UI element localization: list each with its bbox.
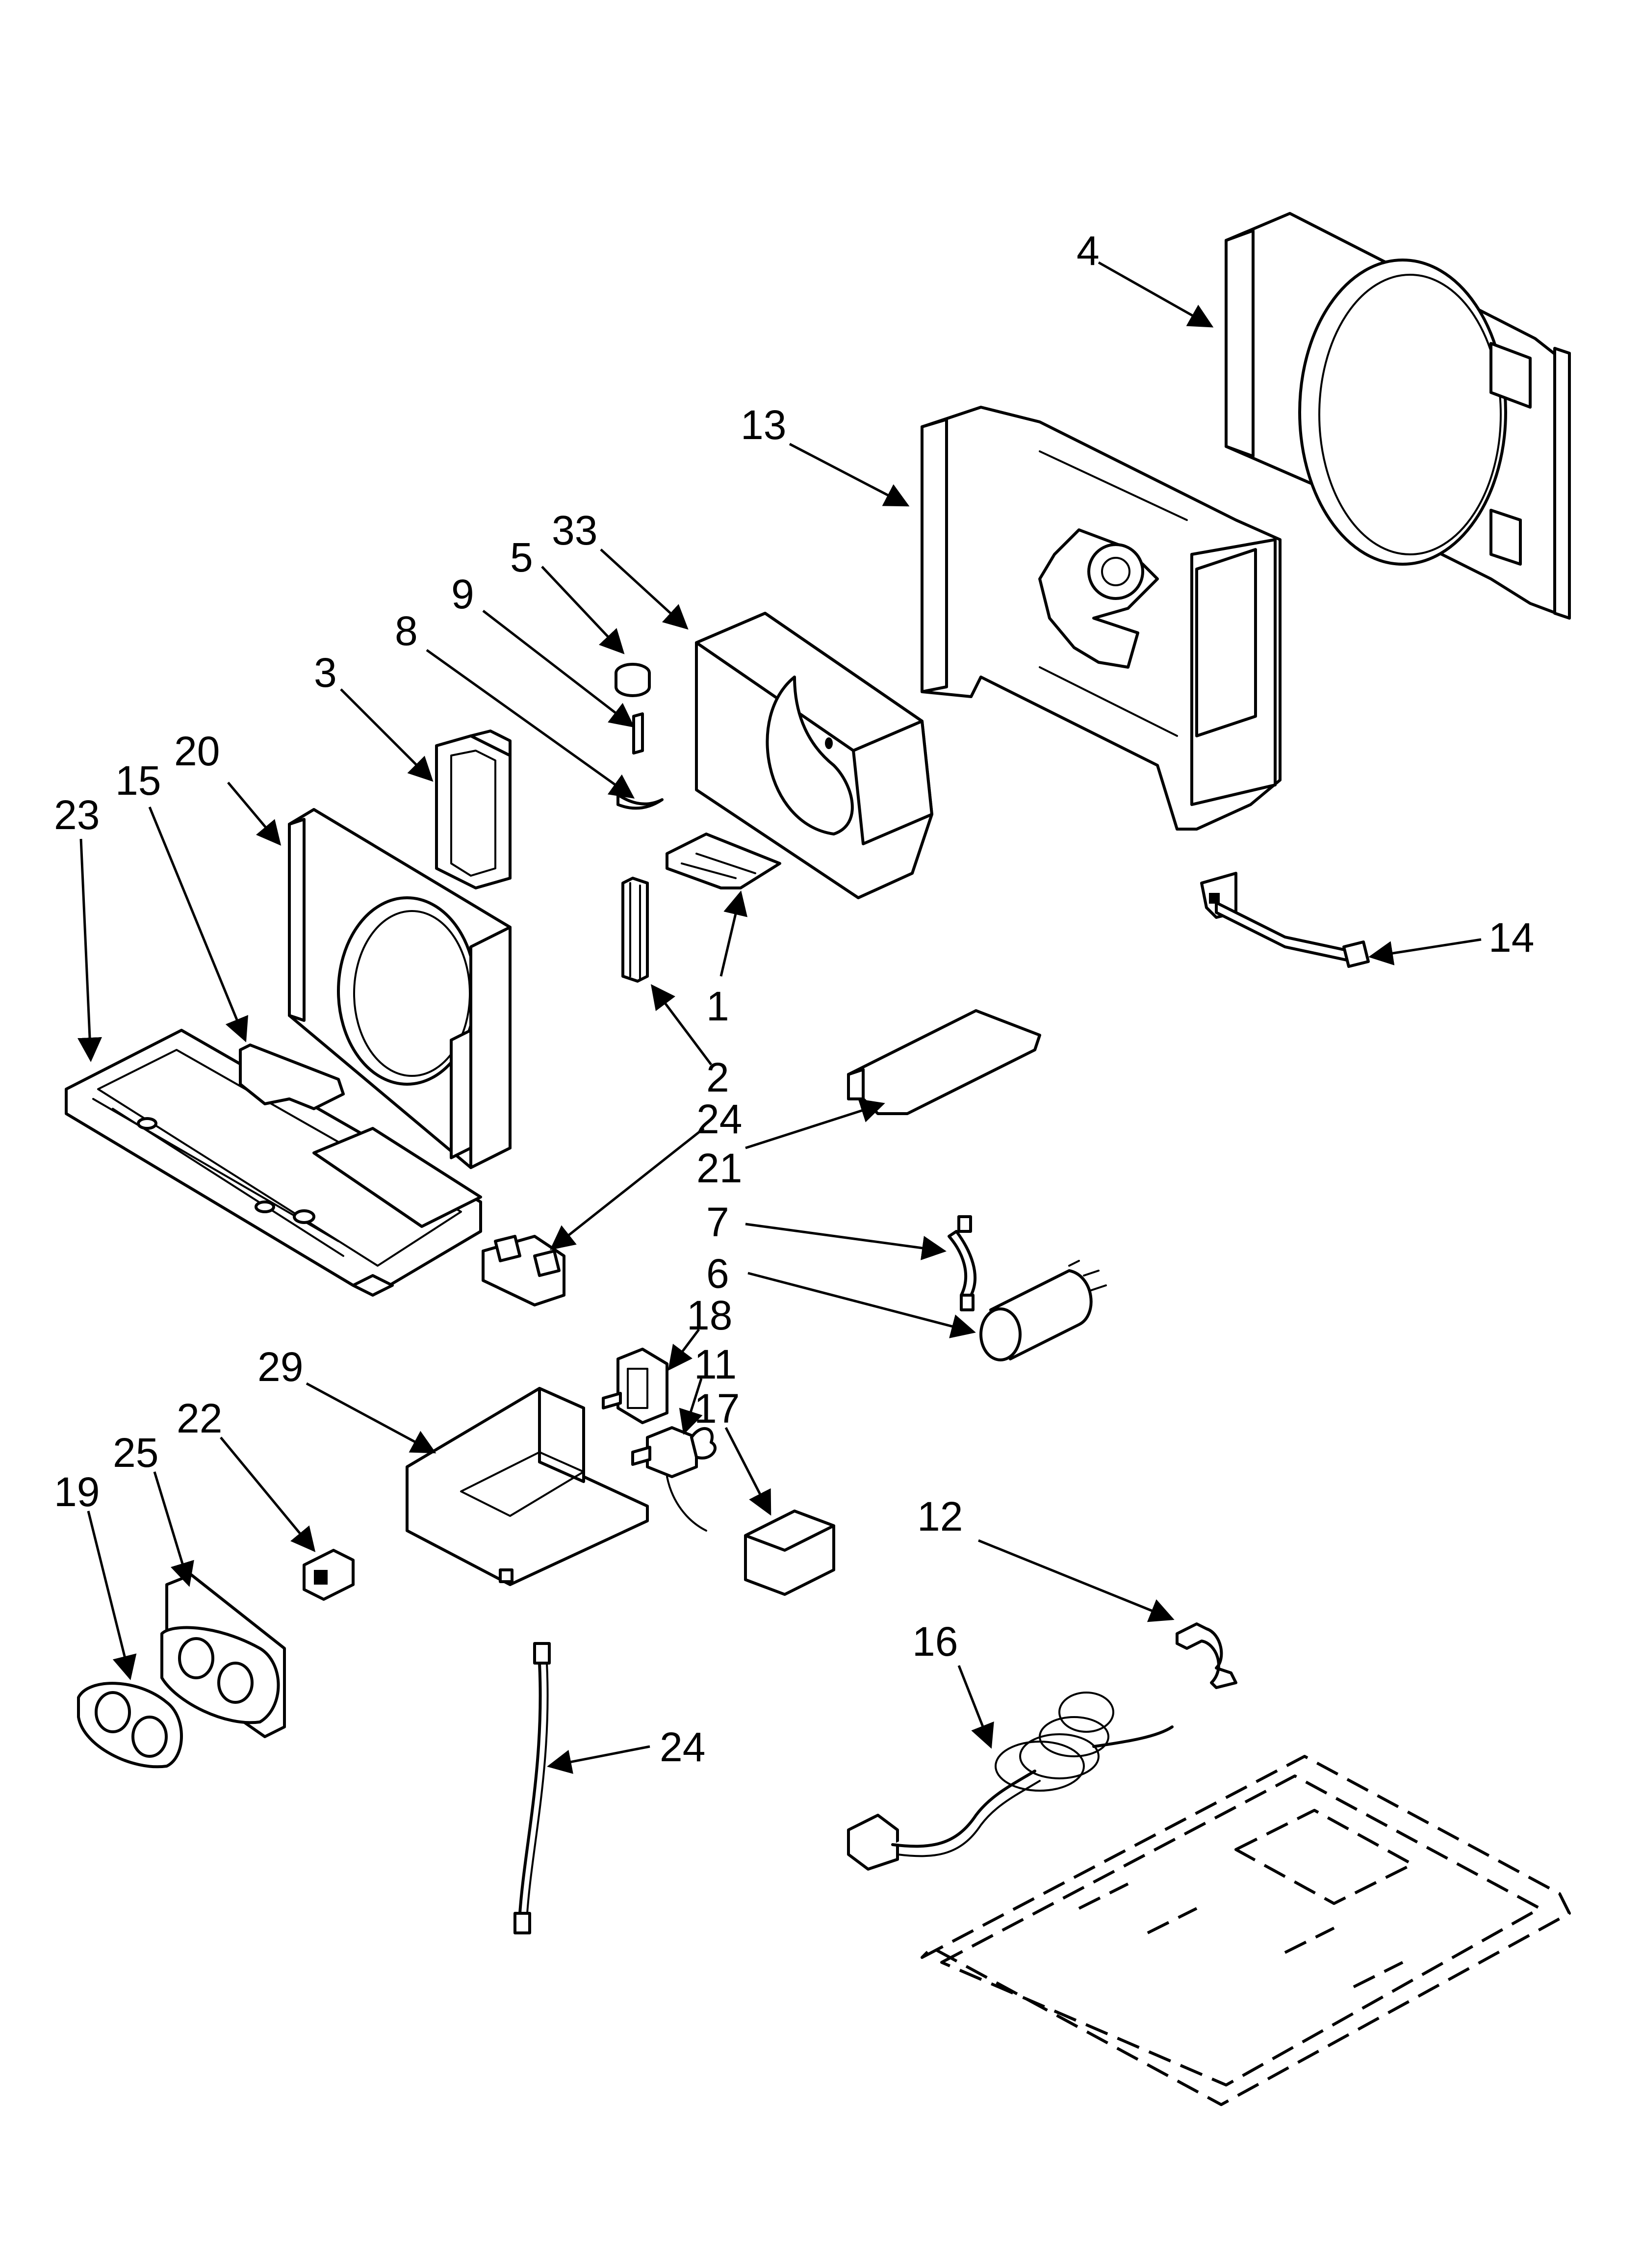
callout-12: 12 <box>917 1493 963 1539</box>
part-9-bracket <box>632 712 644 755</box>
callout-3: 3 <box>314 650 337 696</box>
callout-33: 33 <box>552 507 597 553</box>
callout-11: 11 <box>694 1341 737 1387</box>
part-2-strip <box>621 877 649 983</box>
callout-1: 1 <box>706 983 729 1029</box>
part-21-cover <box>847 1009 1041 1115</box>
part-33-scroll-housing <box>695 612 933 899</box>
callout-6: 6 <box>706 1251 729 1297</box>
callout-2: 2 <box>706 1054 729 1100</box>
callout-23: 23 <box>54 792 100 838</box>
part-11-thermostat <box>631 1426 717 1532</box>
part-23-base-pan <box>65 1029 482 1297</box>
callout-22: 22 <box>177 1395 222 1441</box>
callout-16: 16 <box>912 1618 958 1665</box>
callout-5: 5 <box>510 534 533 580</box>
callout-13: 13 <box>741 402 786 448</box>
part-1-bracket <box>666 833 781 889</box>
callout-7: 7 <box>706 1199 729 1245</box>
callout-19: 19 <box>54 1469 100 1515</box>
callout-25: 25 <box>113 1430 158 1476</box>
part-14-arm <box>1200 872 1370 968</box>
part-18-switch <box>602 1348 668 1424</box>
part-22-switch <box>303 1549 355 1601</box>
callout-14: 14 <box>1488 914 1534 961</box>
part-15-baffle <box>239 1043 345 1110</box>
part-20-panel <box>288 808 512 1169</box>
part-24-wire-harness <box>513 1642 551 1934</box>
part-5-cap <box>615 663 651 697</box>
part-12-clamp <box>1176 1622 1237 1689</box>
part-7-strap <box>948 1215 976 1311</box>
part-3-frame <box>435 730 512 889</box>
part-29-control-box <box>406 1387 649 1586</box>
callout-21: 21 <box>696 1145 742 1191</box>
part-6-capacitor <box>979 1260 1107 1361</box>
part-8-clip <box>616 793 664 810</box>
callout-18: 18 <box>687 1292 732 1338</box>
part-4-shroud <box>1225 212 1571 620</box>
callout-20: 20 <box>174 728 220 774</box>
part-13-bulkhead <box>921 406 1282 831</box>
part-19-plate <box>77 1682 183 1769</box>
part-24-terminal-block <box>482 1235 565 1306</box>
part-25-housing <box>160 1573 286 1738</box>
callout-15: 15 <box>115 757 161 804</box>
leader-lines <box>77 261 1482 1774</box>
part-16-power-cord <box>847 1692 1174 1871</box>
callout-9: 9 <box>451 571 474 617</box>
callout-24-upper: 24 <box>696 1096 742 1142</box>
callout-8: 8 <box>395 608 418 654</box>
part-17-relay <box>744 1510 835 1596</box>
unit-base-outline <box>921 1755 1571 2106</box>
callout-29: 29 <box>257 1344 303 1390</box>
callout-24-lower: 24 <box>660 1724 705 1770</box>
callout-17: 17 <box>694 1385 740 1432</box>
callout-4: 4 <box>1077 228 1100 274</box>
